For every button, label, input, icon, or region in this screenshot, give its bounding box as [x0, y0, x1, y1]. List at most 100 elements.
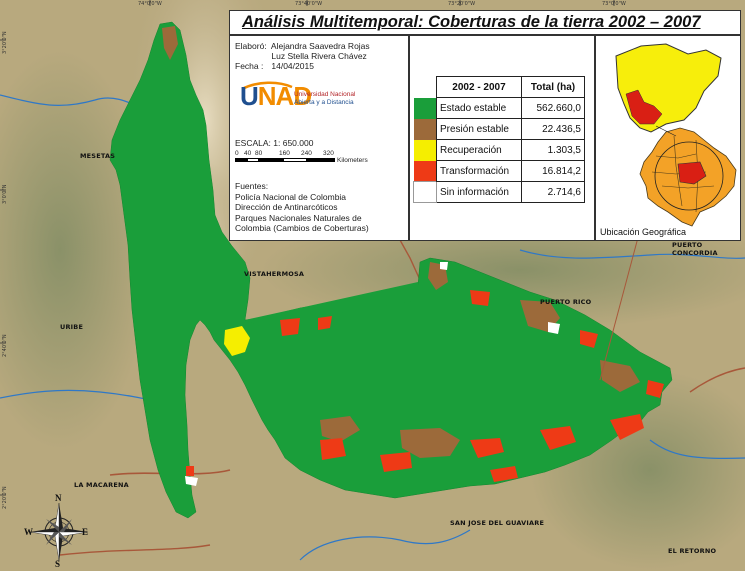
- scale-tick: 240: [301, 150, 312, 157]
- legend-panel: 2002 - 2007 Total (ha) Estado estable 56…: [409, 35, 595, 241]
- unad-swoosh-icon: [241, 81, 293, 91]
- change-patches: [162, 26, 664, 486]
- legend-value: 2.714,6: [521, 181, 585, 203]
- legend-swatch: [413, 139, 437, 161]
- info-panel: Elaboró: Alejandra Saavedra Rojas Luz St…: [229, 35, 409, 241]
- scale-tick: 0: [235, 150, 239, 157]
- scale-unit: Kilometers: [337, 157, 368, 164]
- transformation-patch: [610, 414, 644, 440]
- scale-segment: [235, 158, 247, 162]
- legend-header-row: 2002 - 2007 Total (ha): [414, 76, 585, 98]
- locator-highlight: [677, 161, 707, 185]
- town-label-el-retorno: EL RETORNO: [668, 547, 717, 555]
- river: [299, 529, 471, 561]
- legend-swatch: [413, 160, 437, 182]
- unad-subtitle: Universidad Nacional Abierta y a Distanc…: [294, 91, 356, 106]
- legend-category: Presión estable: [436, 118, 522, 140]
- map-title: Análisis Multitemporal: Coberturas de la…: [242, 13, 701, 31]
- town-label-mesetas: MESETAS: [80, 152, 116, 160]
- study-area-slice: [245, 282, 420, 326]
- town-label-san-jose: SAN JOSE DEL GUAVIARE: [450, 519, 545, 527]
- town-label-uribe: URIBE: [60, 323, 84, 331]
- locator-study-area: [625, 89, 663, 125]
- compass-icon: [29, 502, 89, 562]
- legend-row: Estado estable 562.660,0: [413, 97, 585, 119]
- no-info-patch: [185, 476, 198, 486]
- scale-tick: 160: [279, 150, 290, 157]
- coord-label: 2°20'0"N: [2, 486, 8, 509]
- legend-value: 562.660,0: [521, 97, 585, 119]
- scale-bar: 0 40 80 160 240 320 Kilometers: [235, 150, 405, 166]
- source-line: Parques Nacionales Naturales de: [235, 212, 362, 223]
- transformation-patch: [646, 380, 664, 398]
- department-border: [59, 544, 211, 556]
- pressure-patch: [400, 428, 460, 458]
- coord-label: 73°0'0"W: [602, 1, 626, 7]
- legend-row: Presión estable 22.436,5: [413, 118, 585, 140]
- locator-connector: [599, 229, 641, 381]
- source-line: Policía Nacional de Colombia: [235, 191, 347, 202]
- pressure-patch: [600, 360, 640, 392]
- compass-w-label: W: [24, 527, 33, 537]
- author-1: Alejandra Saavedra Rojas: [270, 41, 370, 51]
- elaboro-label: Elaboró:: [235, 41, 267, 51]
- scale-tick: 40: [244, 150, 252, 157]
- transformation-patch: [470, 290, 490, 306]
- compass-n-label: N: [55, 493, 62, 503]
- transformation-patch: [540, 426, 576, 450]
- legend-value: 16.814,2: [521, 160, 585, 182]
- department-border: [689, 367, 745, 393]
- legend-table: 2002 - 2007 Total (ha) Estado estable 56…: [413, 76, 585, 203]
- locator-svg: [615, 43, 737, 227]
- sources: Fuentes: Policía Nacional de Colombia Di…: [235, 181, 369, 234]
- transformation-patch: [186, 466, 194, 476]
- town-label-puerto-concordia: PUERTO CONCORDIA: [672, 241, 718, 257]
- recovery-patch: [224, 326, 250, 356]
- sources-heading: Fuentes:: [235, 181, 269, 191]
- legend-row: Recuperación 1.303,5: [413, 139, 585, 161]
- no-info-patch: [548, 322, 560, 334]
- compass-s-label: S: [55, 559, 61, 569]
- transformation-patch: [470, 438, 504, 458]
- no-info-patch: [440, 262, 448, 270]
- legend-swatch: [413, 118, 437, 140]
- legend-category: Transformación: [436, 160, 522, 182]
- river: [649, 439, 745, 459]
- scale-segment: [307, 158, 335, 162]
- legend-category: Sin información: [436, 181, 522, 203]
- date: 14/04/2015: [271, 61, 314, 71]
- transformation-patch: [580, 330, 598, 348]
- unad-logo: UNAD Universidad Nacional Abierta y a Di…: [236, 81, 396, 115]
- scale-segment: [259, 158, 283, 162]
- coord-label: 2°40'0"N: [2, 334, 8, 357]
- legend-swatch: [413, 97, 437, 119]
- legend-value: 22.436,5: [521, 118, 585, 140]
- locator-map: Ubicación Geográfica: [595, 35, 741, 241]
- source-line: Colombia (Cambios de Coberturas): [235, 223, 369, 233]
- town-label-vistahermosa: VISTAHERMOSA: [244, 270, 305, 278]
- coord-label: 73°40'0"W: [295, 1, 323, 7]
- locator-callout-circle: [654, 141, 724, 211]
- scale-tick: 80: [255, 150, 263, 157]
- transformation-patch: [318, 316, 332, 330]
- transformation-patch: [490, 466, 518, 482]
- locator-callout-line: [655, 125, 677, 137]
- department-border: [399, 239, 421, 281]
- coord-label: 74°0'0"W: [138, 1, 162, 7]
- legend-category: Estado estable: [436, 97, 522, 119]
- fecha-label: Fecha :: [235, 61, 264, 71]
- scale-box: ESCALA: 1: 650.000 0 40 80 160 240 320 K…: [235, 138, 405, 166]
- scale-tick: 320: [323, 150, 334, 157]
- legend-row: Transformación 16.814,2: [413, 160, 585, 182]
- pressure-patch: [320, 416, 360, 442]
- compass-e-label: E: [82, 527, 89, 537]
- legend-value: 1.303,5: [521, 139, 585, 161]
- transformation-patch: [280, 318, 300, 336]
- town-label-la-macarena: LA MACARENA: [74, 481, 129, 489]
- pressure-patch: [162, 26, 178, 60]
- transformation-patch: [320, 438, 346, 460]
- legend-header-period: 2002 - 2007: [436, 76, 522, 98]
- scale-segment: [283, 158, 307, 162]
- town-label-puerto-rico: PUERTO RICO: [540, 298, 592, 306]
